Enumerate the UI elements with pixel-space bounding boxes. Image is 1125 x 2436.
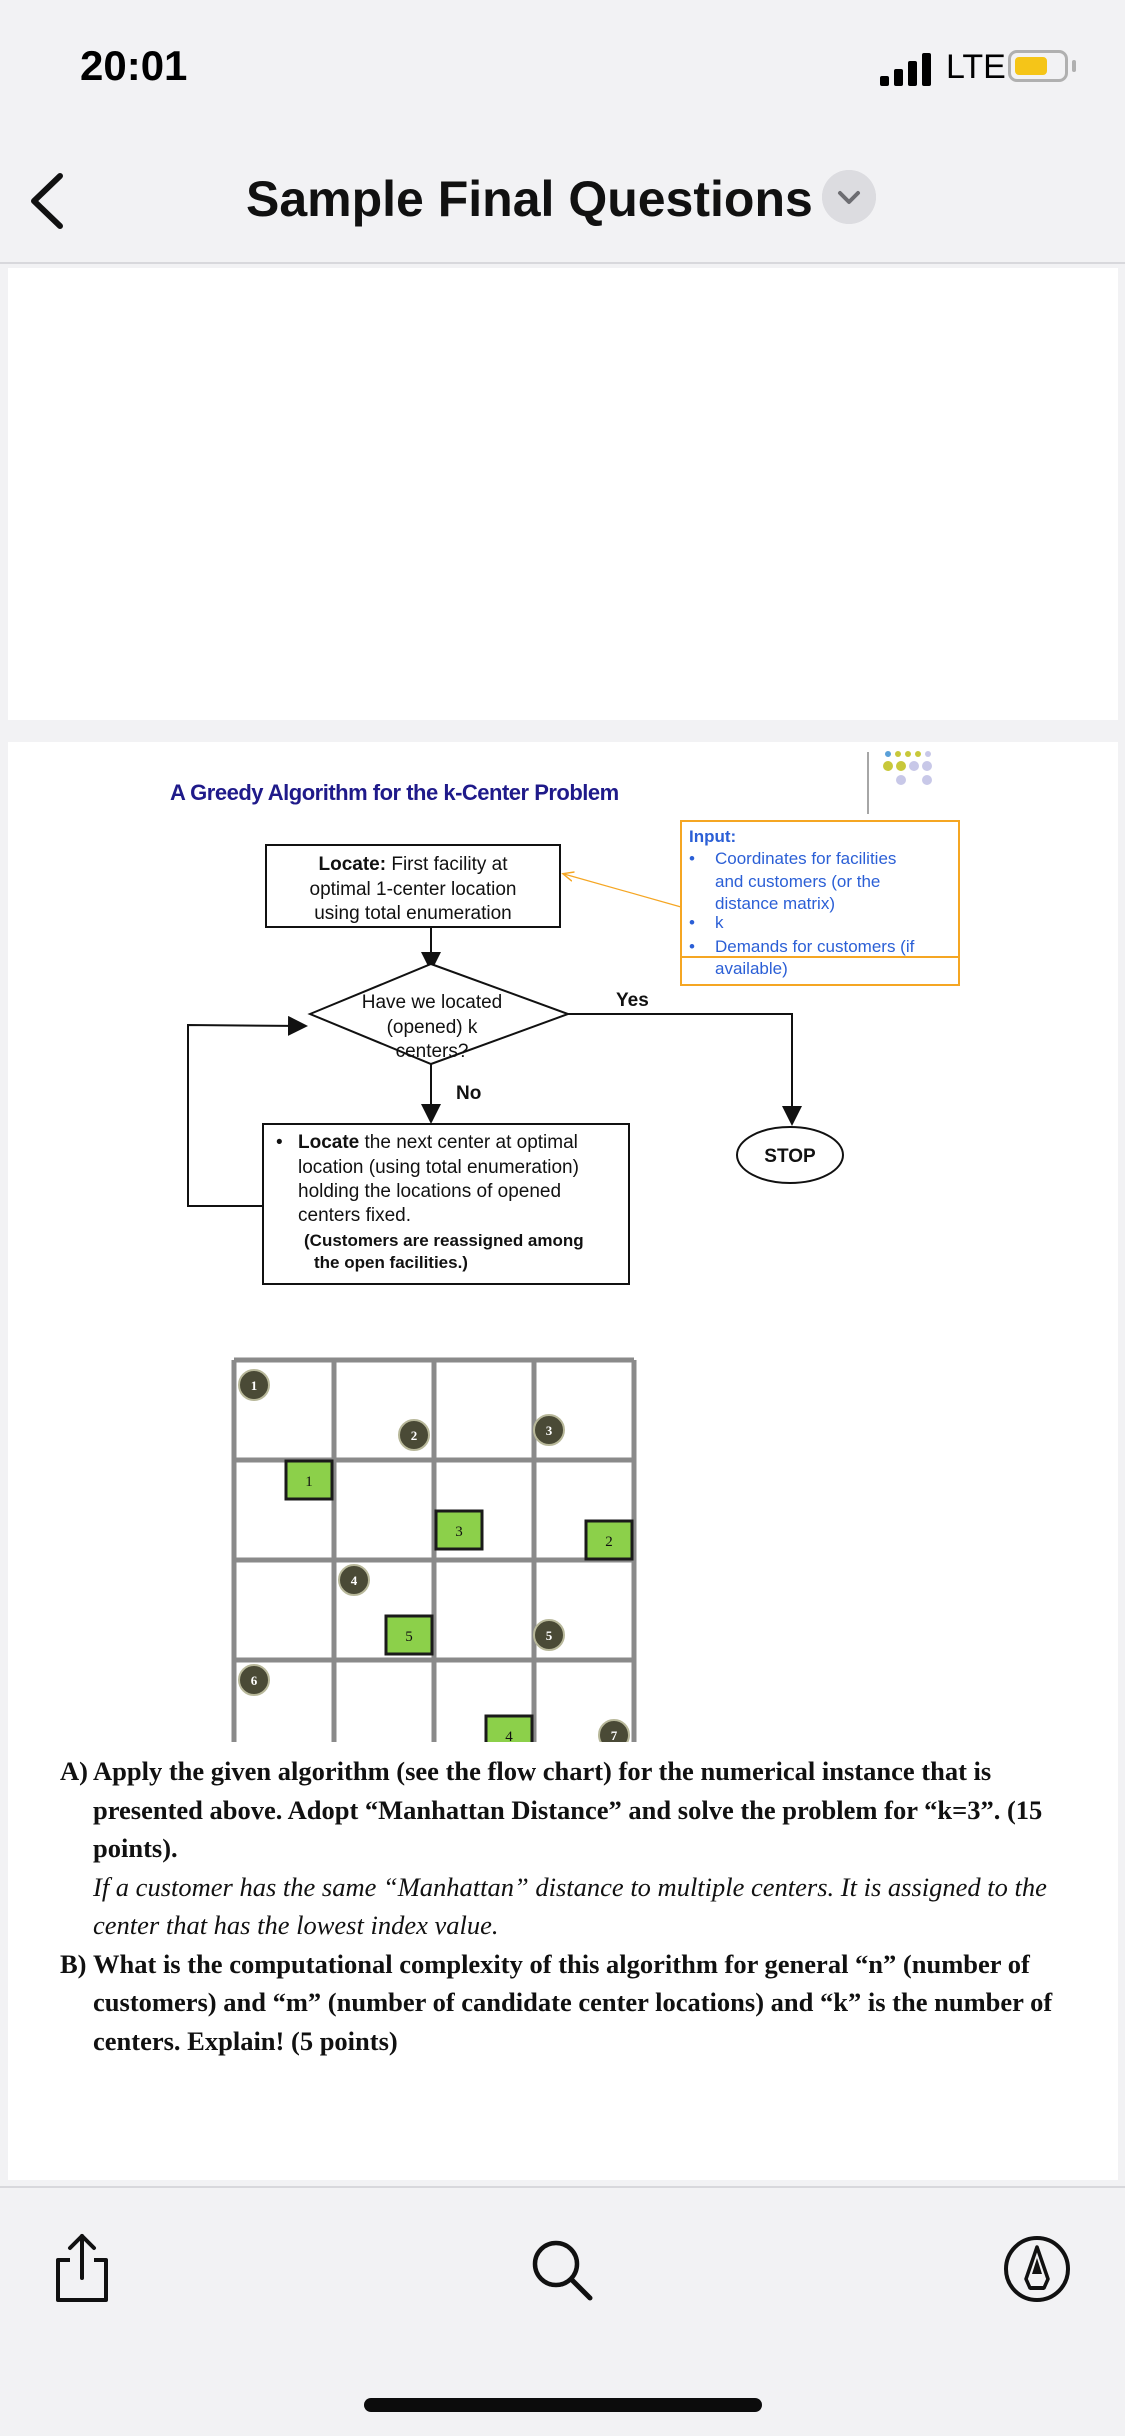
locate-first-box (265, 844, 561, 928)
decision-text-line3: centers? (396, 1041, 469, 1062)
customer-label: 7 (611, 1728, 618, 1742)
locate-next-text-line1: Locate the next center at optimal (298, 1132, 578, 1153)
status-bar: 20:01 LTE (0, 0, 1125, 140)
customer-marker (398, 1419, 430, 1451)
customer-marker (533, 1619, 565, 1651)
customer-marker (338, 1564, 370, 1596)
battery-cap (1072, 60, 1076, 72)
reassign-text-line1: (Customers are reassigned among (304, 1231, 584, 1250)
customer-marker (533, 1414, 565, 1446)
stop-label: STOP (764, 1146, 816, 1167)
flowchart-diagram: A Greedy Algorithm for the k-Center Prob… (170, 751, 960, 1742)
question-a-note: If a customer has the same “Manhattan” d… (93, 1871, 1047, 1941)
input-item3-line1: Demands for customers (if (715, 937, 915, 956)
customer-label: 2 (411, 1428, 418, 1443)
input-item1-line1: Coordinates for facilities (715, 849, 896, 868)
grid-markers: 1 2 3 4 5 6 7 1 2 3 4 5 (238, 1369, 634, 1742)
title-dropdown-chevron-icon[interactable] (822, 170, 876, 224)
customer-marker (238, 1664, 270, 1696)
share-icon[interactable] (52, 2232, 112, 2304)
candidate-center-marker (584, 1519, 634, 1561)
decision-text-line1: Have we located (362, 992, 502, 1013)
yes-label: Yes (616, 990, 649, 1011)
candidate-center-label: 2 (605, 1534, 613, 1550)
candidate-center-marker (384, 1614, 434, 1656)
locate-next-box (262, 1123, 630, 1285)
locate-first-text-line2: optimal 1-center location (310, 879, 517, 900)
customer-label: 5 (546, 1628, 553, 1643)
input-bullet: • (689, 913, 695, 932)
customer-marker (238, 1369, 270, 1401)
network-type: LTE (946, 48, 1006, 86)
markup-pen-icon[interactable] (1002, 2234, 1072, 2304)
input-item1-line3: distance matrix) (715, 894, 835, 913)
customer-marker (598, 1719, 630, 1742)
locate-next-text-line4: centers fixed. (298, 1205, 411, 1226)
no-label: No (456, 1083, 481, 1104)
question-b-label: B) (60, 1948, 87, 1979)
cellular-signal-icon (880, 53, 931, 86)
locate-next-bullet: • (276, 1132, 283, 1153)
diagram-title: A Greedy Algorithm for the k-Center Prob… (170, 780, 619, 805)
stop-terminal (736, 1126, 844, 1184)
input-bullet: • (689, 937, 695, 956)
home-indicator (364, 2398, 762, 2412)
back-chevron-icon[interactable] (20, 166, 80, 236)
input-item2: k (715, 913, 724, 932)
input-box-border (680, 820, 960, 986)
candidate-center-label: 5 (405, 1629, 413, 1645)
customer-label: 6 (251, 1673, 258, 1688)
document-page-blank (8, 268, 1118, 720)
candidate-center-marker (434, 1509, 484, 1551)
candidate-center-marker (284, 1459, 334, 1501)
input-box (680, 820, 960, 958)
input-connector-arrow (564, 874, 682, 908)
question-b: B) What is the computational complexity … (60, 1945, 1100, 2061)
search-icon[interactable] (528, 2236, 596, 2304)
question-a-label: A) (60, 1756, 88, 1786)
customer-label: 1 (251, 1378, 258, 1393)
reassign-text-line2: the open facilities.) (314, 1253, 468, 1272)
input-item3-line2: available) (715, 959, 788, 978)
input-title: Input: (689, 827, 736, 846)
grid-lines (231, 1357, 637, 1742)
document-title[interactable]: Sample Final Questions (246, 171, 813, 227)
question-b-text: What is the computational complexity of … (93, 1948, 1053, 2056)
question-a: A) Apply the given algorithm (see the fl… (60, 1752, 1100, 1945)
input-item1-line2: and customers (or the (715, 872, 880, 891)
candidate-center-label: 4 (505, 1729, 513, 1742)
locate-first-text-line1: Locate: First facility at (319, 854, 509, 875)
customer-label: 3 (546, 1423, 553, 1438)
question-a-text: Apply the given algorithm (see the flow … (93, 1756, 1043, 1863)
input-bullet: • (689, 849, 695, 868)
decision-text-line2: (opened) k (387, 1017, 478, 1038)
document-page: A Greedy Algorithm for the k-Center Prob… (8, 742, 1118, 2180)
navigation-bar: Sample Final Questions (0, 140, 1125, 264)
status-time: 20:01 (80, 42, 188, 89)
questions-section: A) Apply the given algorithm (see the fl… (60, 1752, 1100, 2060)
customer-label: 4 (351, 1573, 358, 1588)
locate-next-text-line3: holding the locations of opened (298, 1181, 561, 1202)
candidate-center-marker (484, 1714, 534, 1742)
locate-next-text-line2: location (using total enumeration) (298, 1157, 579, 1178)
candidate-center-label: 3 (455, 1524, 463, 1540)
bottom-toolbar (0, 2186, 1125, 2436)
loop-back-arrow (187, 1015, 308, 1207)
yes-arrow (568, 1013, 802, 1126)
locate-first-text-line3: using total enumeration (314, 903, 512, 924)
battery-icon (1008, 50, 1068, 82)
candidate-center-label: 1 (305, 1474, 313, 1490)
slide-decoration-dots-icon (867, 751, 932, 814)
